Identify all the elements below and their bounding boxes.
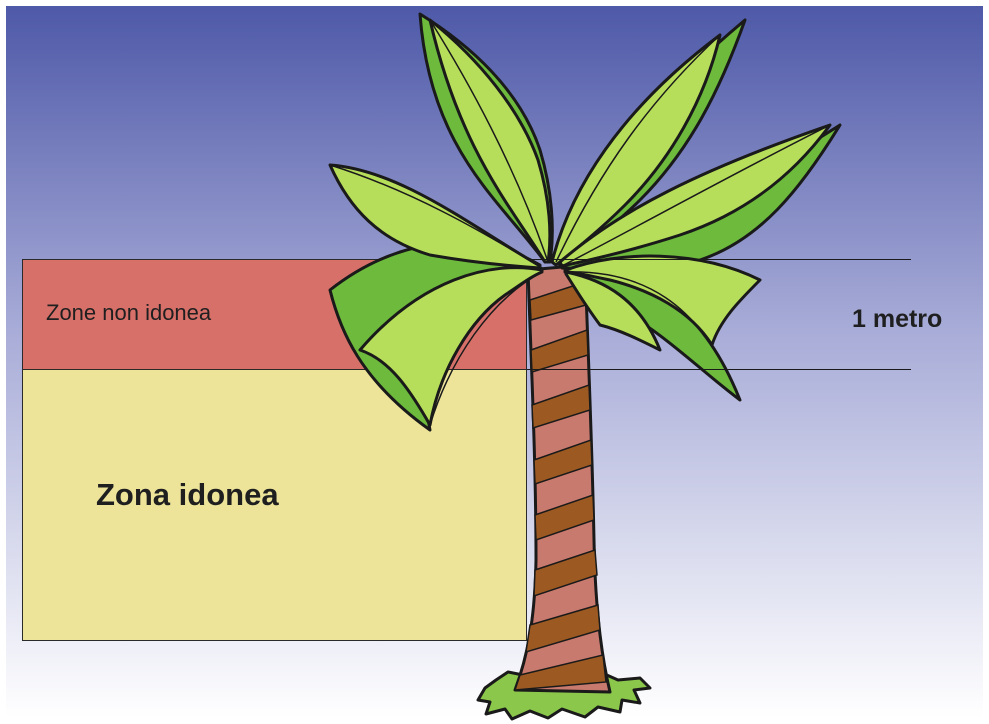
measure-label: 1 metro — [852, 305, 942, 334]
suitable-zone-label: Zona idonea — [96, 477, 279, 513]
unsuitable-zone-label: Zone non idonea — [46, 300, 211, 326]
measure-line-top — [527, 259, 911, 260]
measure-line-bottom — [527, 369, 911, 370]
